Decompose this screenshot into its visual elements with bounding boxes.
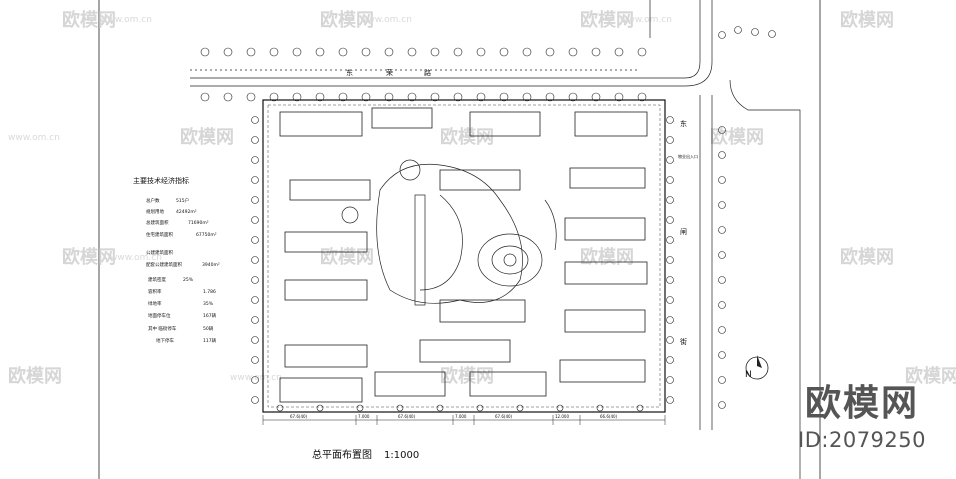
table-row-value: 35% (203, 301, 214, 307)
watermark-brand: 欧模网 (320, 9, 374, 31)
table-row-label: 容积率 (148, 288, 162, 295)
model-id: ID:2079250 (798, 428, 926, 452)
watermark-url: www.om.cn (620, 15, 672, 25)
table-row-value: 50辆 (203, 325, 214, 332)
table-row-label: 建筑密度 (148, 276, 166, 283)
table-row-value: 1.786 (203, 289, 216, 295)
table-row-value: 42492m² (176, 209, 197, 215)
dimension-value: 67.6(40) (398, 414, 416, 419)
watermark-url: www.om.cn (100, 15, 152, 25)
watermark-layer: 欧模网 欧模网 欧模网 欧模网 欧模网 欧模网 欧模网 欧模网 欧模网 欧模网 … (8, 9, 956, 387)
table-row-value: 25% (183, 277, 194, 283)
brand-logo-text: 欧模网 (805, 383, 920, 424)
watermark-brand: 欧模网 (580, 9, 634, 31)
gate-label: 物业出入口 (678, 153, 698, 159)
table-row-label: 公建建筑面积 (146, 249, 173, 256)
table-row-label: 其中 临街停车 (148, 325, 177, 332)
table-row-value: 3940m² (202, 262, 220, 268)
watermark-brand: 欧模网 (62, 9, 116, 31)
table-row-value: 117辆 (203, 337, 217, 344)
dimension-value: 66.6(40) (600, 414, 618, 419)
dimension-value: 12.000 (555, 414, 569, 419)
table-row-label: 总户数 (146, 197, 160, 204)
table-row-label: 配套公建建筑面积 (146, 261, 182, 268)
dimension-value: 67.6(40) (495, 414, 513, 419)
road-name-top: 荣 (386, 68, 393, 77)
site-boundary (262, 99, 666, 413)
watermark-url: www.om.cn (8, 133, 60, 143)
table-row-label: 总建筑面积 (146, 219, 169, 226)
watermark-brand: 欧模网 (840, 9, 894, 31)
drawing-scale: 1:1000 (384, 450, 420, 461)
drawing-title-text: 总平面布置图 (312, 450, 372, 461)
dimension-value: 67.6(40) (290, 414, 308, 419)
road-name-right: 闸 (680, 228, 687, 236)
table-row-value: 515户 (176, 197, 189, 204)
watermark-brand: 欧模网 (440, 365, 494, 387)
table-row-value: 71690m² (188, 220, 209, 226)
table-row-label: 规划用地 (146, 208, 164, 215)
road-name-top: 东 (346, 68, 353, 77)
watermark-brand: 欧模网 (710, 126, 764, 148)
brand-watermark: 欧模网 ID:2079250 (798, 386, 926, 451)
residential-buildings (279, 107, 648, 403)
central-landscape (341, 159, 557, 306)
watermark-brand: 欧模网 (840, 246, 894, 268)
north-label: N (745, 370, 752, 380)
watermark-brand: 欧模网 (320, 246, 374, 268)
watermark-brand: 欧模网 (8, 365, 62, 387)
table-row-value: 167辆 (203, 312, 217, 319)
road-lines (190, 0, 801, 479)
table-row-label: 住宅建筑面积 (146, 231, 173, 238)
indicator-table: 主要技术经济指标 总户数 515户 规划用地 42492m² 总建筑面积 716… (133, 176, 220, 344)
road-name-right: 东 (680, 119, 687, 128)
watermark-url: www.om.cn (360, 15, 412, 25)
north-arrow-icon (745, 355, 769, 380)
drawing-title: 总平面布置图 1:1000 (312, 446, 419, 461)
table-row-label: 地面停车位 (148, 312, 171, 319)
dimension-value: 7.000 (358, 414, 370, 419)
watermark-brand: 欧模网 (440, 126, 494, 148)
watermark-url: www.om.cn (230, 373, 282, 383)
watermark-brand: 欧模网 (180, 126, 234, 148)
road-name-top: 路 (424, 68, 431, 77)
watermark-brand: 欧模网 (905, 365, 956, 387)
table-row-value: 67750m² (196, 232, 217, 238)
watermark-brand: 欧模网 (62, 246, 116, 268)
table-heading: 主要技术经济指标 (133, 176, 189, 185)
watermark-url: www.om.cn (110, 253, 162, 263)
dimension-value: 7.000 (455, 414, 467, 419)
table-row-label: 绿地率 (148, 300, 162, 307)
tree-rows (200, 26, 776, 412)
road-name-right: 街 (680, 337, 687, 346)
watermark-brand: 欧模网 (580, 246, 634, 268)
dimension-line (262, 415, 666, 425)
table-row-label: 地下停车 (156, 337, 174, 344)
